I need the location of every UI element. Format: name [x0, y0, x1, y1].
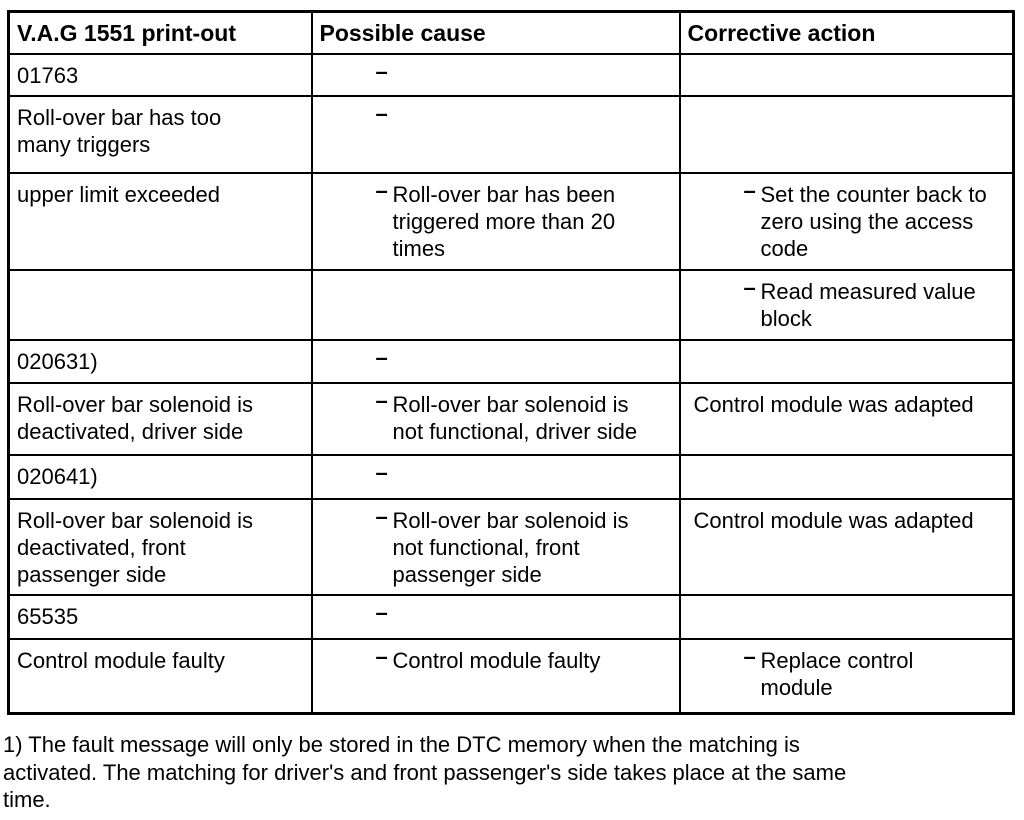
footnote: 1) The fault message will only be stored… — [3, 731, 1003, 814]
cause-text: Control module faulty — [392, 647, 601, 673]
dash-bullet: – — [743, 177, 756, 203]
dash-bullet: – — [375, 58, 388, 84]
footnote-line: time. — [3, 787, 51, 812]
column-header-action: Corrective action — [678, 10, 1015, 55]
dash-bullet: – — [375, 503, 388, 529]
table-row: –Read measured value block — [7, 268, 1015, 341]
printout-text: Roll-over bar solenoid is deactivated, f… — [17, 507, 253, 587]
dash-bullet: – — [375, 599, 388, 625]
printout-text: 01763 — [17, 62, 79, 88]
dash-bullet: – — [375, 643, 388, 669]
action-text: Replace control module — [760, 647, 914, 700]
cause-text: Roll-over bar solenoid is not functional… — [392, 507, 629, 587]
table-header-row: V.A.G 1551 print-out Possible cause Corr… — [7, 10, 1015, 55]
action-text: Control module was adapted — [693, 391, 974, 417]
table-row: Roll-over bar has too many triggers – — [7, 94, 1015, 174]
table-row: Roll-over bar solenoid is deactivated, f… — [7, 497, 1015, 596]
footnote-line: activated. The matching for driver's and… — [3, 759, 847, 785]
dash-bullet: – — [743, 643, 756, 669]
printout-text: Roll-over bar has too many triggers — [17, 104, 222, 157]
printout-text: Control module faulty — [17, 647, 225, 673]
printout-text: 020631) — [17, 348, 98, 374]
table-row: Control module faulty –Control module fa… — [7, 637, 1015, 715]
cause-text: Roll-over bar solenoid is not functional… — [392, 391, 638, 444]
printout-text: 020641) — [17, 463, 98, 489]
action-text: Control module was adapted — [693, 507, 974, 533]
table-row: 01763 – — [7, 52, 1015, 97]
dash-bullet: – — [743, 274, 756, 300]
table-row: 020631) – — [7, 338, 1015, 384]
table-row: Roll-over bar solenoid is deactivated, d… — [7, 381, 1015, 456]
printout-text: upper limit exceeded — [17, 181, 221, 207]
dash-bullet: – — [375, 344, 388, 370]
column-header-printout: V.A.G 1551 print-out — [7, 10, 313, 55]
dash-bullet: – — [375, 459, 388, 485]
dtc-table: V.A.G 1551 print-out Possible cause Corr… — [7, 10, 1015, 715]
table-row: 65535 – — [7, 593, 1015, 640]
footnote-line: 1) The fault message will only be stored… — [3, 732, 800, 757]
column-header-cause: Possible cause — [310, 10, 681, 55]
cause-text: Roll-over bar has been triggered more th… — [392, 181, 616, 261]
printout-text: 65535 — [17, 603, 79, 629]
dash-bullet: – — [375, 100, 388, 126]
action-text: Read measured value block — [760, 278, 976, 331]
action-text: Set the counter back to zero using the a… — [760, 181, 987, 261]
table-row: 020641) – — [7, 453, 1015, 500]
dash-bullet: – — [375, 177, 388, 203]
dash-bullet: – — [375, 387, 388, 413]
printout-text: Roll-over bar solenoid is deactivated, d… — [17, 391, 253, 444]
table-row: upper limit exceeded –Roll-over bar has … — [7, 171, 1015, 271]
